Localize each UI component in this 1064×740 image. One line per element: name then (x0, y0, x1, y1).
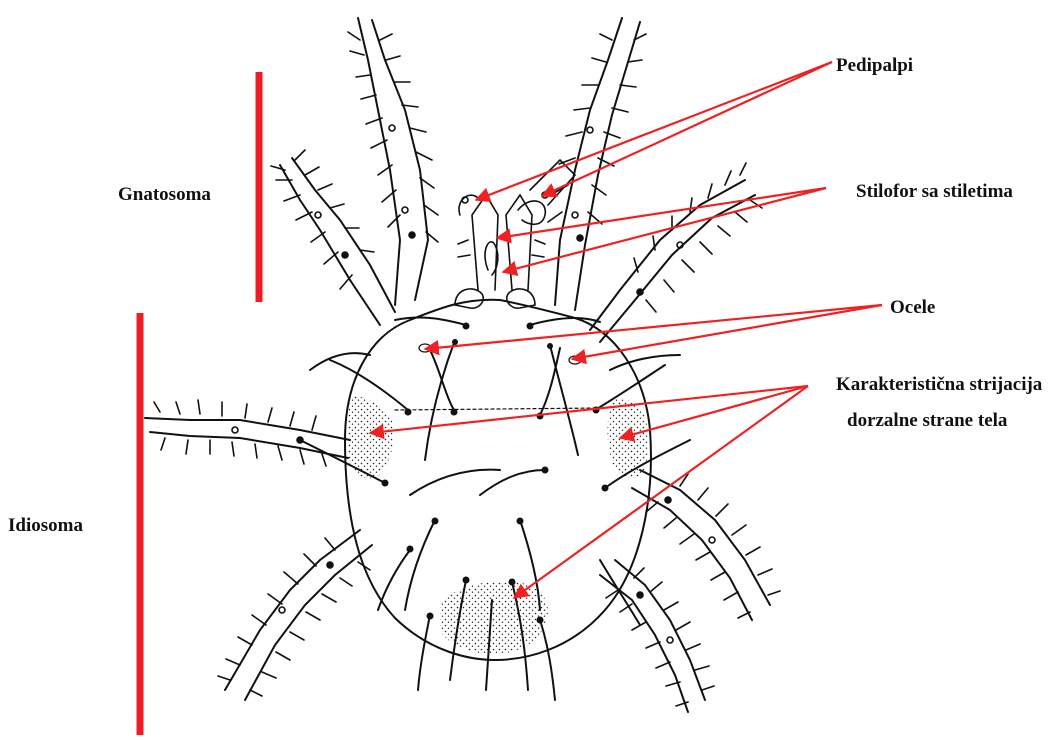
mite-illustration (145, 18, 780, 712)
second-right-leg (590, 163, 762, 342)
arrow-striation-3 (514, 386, 808, 598)
arrow-ocele-2 (572, 305, 882, 359)
front-right-leg (548, 18, 646, 310)
arrow-ocele-1 (425, 305, 882, 349)
label-stilofor: Stilofor sa stiletima (856, 181, 1013, 202)
arrow-striation-1 (370, 386, 808, 433)
label-idiosoma: Idiosoma (8, 515, 83, 536)
stipple-left (347, 395, 393, 478)
stipple-bottom (440, 582, 548, 654)
front-left-leg (348, 18, 438, 305)
label-striation-line2: dorzalne strane tela (847, 410, 1008, 431)
stipple-right (608, 400, 649, 478)
second-left-leg (271, 150, 395, 325)
third-left-leg (145, 400, 350, 466)
label-pedipalpi: Pedipalpi (836, 55, 913, 76)
fourth-left-leg (218, 530, 372, 700)
pointer-arrows (370, 62, 882, 598)
label-striation-line1: Karakteristična strijacija (836, 374, 1043, 395)
striation-band (395, 408, 600, 410)
label-ocele: Ocele (890, 297, 935, 318)
setae-bases (382, 323, 609, 624)
fourth-right-leg (600, 560, 714, 712)
label-gnatosoma: Gnatosoma (118, 184, 211, 205)
arrow-pedipalpi-1 (476, 62, 832, 200)
